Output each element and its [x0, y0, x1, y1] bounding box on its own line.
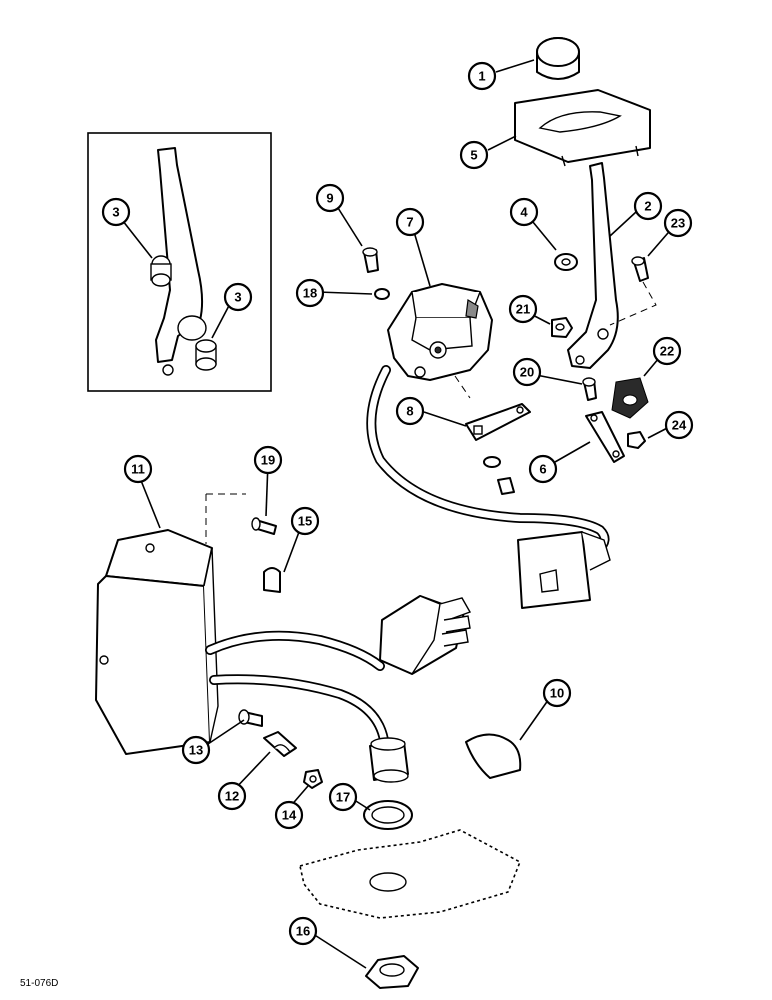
- svg-text:24: 24: [672, 418, 687, 433]
- connector-block: [517, 531, 611, 609]
- callout-3: 3: [223, 282, 253, 312]
- plate-part: [465, 403, 531, 441]
- switch-body-part: [387, 283, 493, 381]
- callout-20: 20: [512, 357, 542, 387]
- washer-part: [554, 253, 578, 271]
- callout-21: 21: [508, 294, 538, 324]
- screw-part-19: [251, 517, 277, 535]
- callout-22: 22: [652, 336, 682, 366]
- nut-part-16: [365, 955, 419, 989]
- clamp-part-12: [263, 731, 297, 757]
- multi-pin-connector: [379, 595, 472, 675]
- callout-18: 18: [295, 278, 325, 308]
- wire-harness: [366, 365, 610, 555]
- clip-part-15: [263, 567, 281, 593]
- svg-text:20: 20: [520, 365, 534, 380]
- control-box-part: [95, 529, 219, 755]
- svg-text:14: 14: [282, 808, 297, 823]
- svg-text:17: 17: [336, 790, 350, 805]
- svg-text:4: 4: [520, 205, 528, 220]
- svg-text:18: 18: [303, 286, 317, 301]
- svg-text:9: 9: [326, 191, 333, 206]
- callout-15: 15: [290, 506, 320, 536]
- callout-14: 14: [274, 800, 304, 830]
- bolt-part-20: [582, 377, 597, 401]
- svg-text:15: 15: [298, 514, 312, 529]
- callout-1: 1: [467, 61, 497, 91]
- svg-text:3: 3: [112, 205, 119, 220]
- bolt-part-23: [631, 256, 649, 282]
- svg-text:16: 16: [296, 924, 310, 939]
- callout-19: 19: [253, 445, 283, 475]
- callout-2: 2: [633, 191, 663, 221]
- cover-plate-part: [514, 89, 651, 167]
- callout-6: 6: [528, 454, 558, 484]
- link-part: [585, 411, 625, 463]
- nut-part-14: [303, 769, 323, 789]
- svg-text:21: 21: [516, 302, 530, 317]
- callout-16: 16: [288, 916, 318, 946]
- nut-part-24: [627, 431, 646, 449]
- main-lever-part: [567, 162, 619, 369]
- cover-part-10: [465, 733, 522, 779]
- screw-part-9: [362, 247, 379, 273]
- svg-text:8: 8: [406, 404, 413, 419]
- callout-8: 8: [395, 396, 425, 426]
- socket-connector: [369, 737, 409, 783]
- callout-10: 10: [542, 678, 572, 708]
- callout-13: 13: [181, 735, 211, 765]
- bolt-part-13: [238, 709, 263, 727]
- svg-text:1: 1: [478, 69, 485, 84]
- ring-part-17: [363, 800, 413, 830]
- callout-3: 3: [101, 197, 131, 227]
- svg-text:11: 11: [131, 462, 145, 477]
- inset-lever-detail: [87, 132, 272, 392]
- callout-4: 4: [509, 197, 539, 227]
- gasket-part: [299, 829, 522, 919]
- callout-11: 11: [123, 454, 153, 484]
- callout-17: 17: [328, 782, 358, 812]
- small-fasteners: [483, 456, 515, 495]
- svg-text:2: 2: [644, 199, 651, 214]
- knob-part: [536, 37, 580, 80]
- callout-12: 12: [217, 781, 247, 811]
- nut-part-21: [551, 317, 573, 338]
- callout-23: 23: [663, 208, 693, 238]
- svg-text:12: 12: [225, 789, 239, 804]
- svg-text:3: 3: [234, 290, 241, 305]
- svg-text:7: 7: [406, 215, 413, 230]
- svg-text:13: 13: [189, 743, 203, 758]
- svg-text:19: 19: [261, 453, 275, 468]
- washer-part-18: [374, 288, 390, 300]
- control-box-cables: [205, 630, 389, 745]
- svg-text:5: 5: [470, 148, 477, 163]
- bracket-part-22: [611, 377, 649, 419]
- callout-5: 5: [459, 140, 489, 170]
- svg-text:22: 22: [660, 344, 674, 359]
- svg-text:6: 6: [539, 462, 546, 477]
- callout-7: 7: [395, 207, 425, 237]
- diagram-code: 51-076D: [20, 978, 58, 989]
- svg-text:10: 10: [550, 686, 564, 701]
- svg-text:23: 23: [671, 216, 685, 231]
- callout-24: 24: [664, 410, 694, 440]
- callout-9: 9: [315, 183, 345, 213]
